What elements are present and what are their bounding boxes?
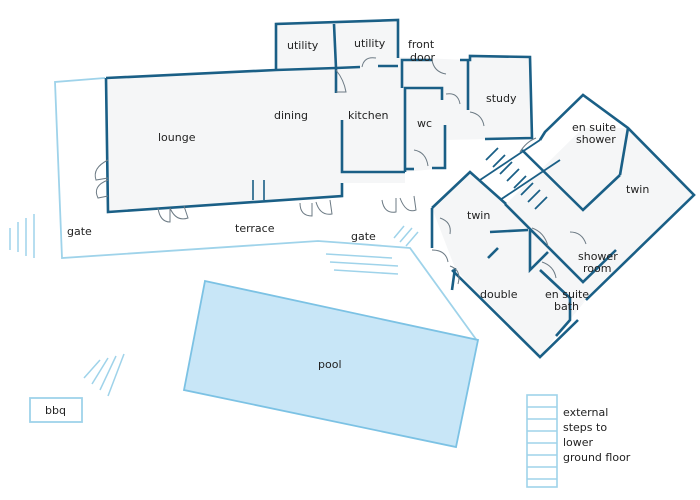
legend-line-4: ground floor (563, 451, 631, 464)
label-utility-2: utility (354, 37, 386, 50)
steps-left (9, 214, 35, 258)
legend-line-2: steps to (563, 421, 607, 434)
label-terrace: terrace (235, 222, 275, 235)
label-front-door-1: front (408, 38, 435, 51)
label-en-suite-shower-2: shower (576, 133, 616, 146)
terrace-outline (54, 77, 479, 343)
steps-bbq (83, 353, 125, 397)
label-twin-right: twin (626, 183, 649, 196)
label-double: double (480, 288, 518, 301)
legend-line-3: lower (563, 436, 594, 449)
bbq-box (29, 397, 83, 423)
label-en-suite-bath-1: en suite (545, 288, 589, 301)
label-lounge: lounge (158, 131, 196, 144)
legend-line-1: external (563, 406, 608, 419)
pool-shape (182, 279, 480, 449)
label-gate-right: gate (351, 230, 376, 243)
legend-stair-icon (526, 394, 558, 488)
label-shower-room-2: room (583, 262, 611, 275)
label-shower-room-1: shower (578, 250, 618, 263)
label-en-suite-shower-1: en suite (572, 121, 616, 134)
label-twin-left: twin (467, 209, 490, 222)
label-wc: wc (417, 117, 432, 130)
steps-terrace-gate (325, 253, 399, 275)
bedroom-wing (430, 93, 696, 359)
label-study: study (486, 92, 517, 105)
label-utility-1: utility (287, 39, 319, 52)
label-dining: dining (274, 109, 308, 122)
label-pool: pool (318, 358, 342, 371)
label-bbq: bbq (45, 404, 66, 417)
steps-bedroom-gate (393, 225, 419, 247)
label-kitchen: kitchen (348, 109, 389, 122)
main-wing (104, 18, 534, 214)
label-gate-left: gate (67, 225, 92, 238)
door-swings (94, 57, 587, 285)
label-front-door-2: door (410, 51, 435, 64)
label-en-suite-bath-2: bath (554, 300, 579, 313)
